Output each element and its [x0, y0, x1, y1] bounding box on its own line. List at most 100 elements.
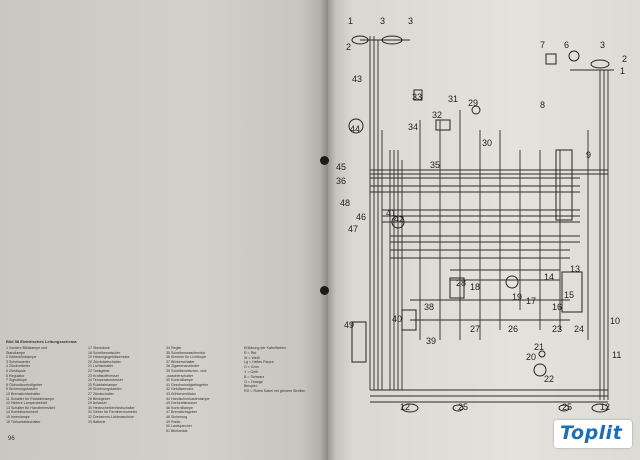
caption-item: 40 Kontrolllampe — [166, 378, 193, 383]
caption-item: -wascherschalter — [166, 373, 194, 378]
caption-item: 49 Radio — [166, 419, 181, 424]
diagram-label: 6 — [564, 40, 569, 50]
diagram-label: 9 — [586, 150, 591, 160]
diagram-label: 34 — [408, 122, 418, 132]
diagram-label: 3 — [408, 16, 413, 26]
caption-item: 15 Innenlampe — [6, 414, 30, 419]
diagram-label: 47 — [348, 224, 358, 234]
caption-item: 12 Hintere Lampeneinheit — [6, 401, 48, 406]
legend-example-title: Beispiel: — [244, 384, 258, 389]
caption-item: 9 Sicherungskasten — [6, 387, 38, 392]
logo-text: Toplit — [560, 422, 623, 444]
diagram-label: 29 — [468, 98, 478, 108]
caption-item: 1 Vordere Blinklampe und — [6, 346, 48, 350]
legend-title: Erklärung der Kabelfarben — [244, 346, 286, 350]
wiring-lines — [360, 36, 614, 403]
diagram-label: 25 — [458, 402, 468, 412]
diagram-label: 24 — [574, 324, 584, 334]
diagram-label: 21 — [534, 342, 544, 352]
diagram-label: 33 — [412, 92, 422, 102]
diagram-label: 39 — [426, 336, 436, 346]
legend-item: Y = Gelb — [244, 369, 259, 374]
diagram-label: 35 — [430, 160, 440, 170]
diagram-label: 40 — [392, 314, 402, 324]
caption-item: 35 Scheibenwaschmotor — [166, 350, 206, 355]
caption-item: 23 Kraftstoffmesser — [88, 373, 120, 378]
legend-item: G = Grün — [244, 365, 259, 370]
diagram-label: 46 — [356, 212, 366, 222]
diagram-label: 42 — [394, 214, 404, 224]
legend-item: B = Schwarz — [244, 374, 265, 379]
diagram-label: 2 — [622, 54, 627, 64]
caption-item: 17 Steckdose — [88, 346, 110, 350]
caption-item: 18 Scheibenwischer — [88, 350, 121, 355]
diagram-label: 45 — [336, 162, 346, 172]
caption-item: 36 Klemme für Lichthupe — [166, 355, 206, 360]
binder-hole-bottom — [320, 286, 329, 295]
diagram-label: 14 — [544, 272, 554, 282]
diagram-label: 25 — [562, 402, 572, 412]
toplit-logo: Toplit — [554, 420, 632, 448]
diagram-label: 3 — [600, 40, 605, 50]
caption-item: 22 Tankgeber — [88, 368, 110, 373]
diagram-label: 13 — [570, 264, 580, 274]
legend-item: R = Rot — [244, 350, 257, 355]
diagram-label: 48 — [340, 198, 350, 208]
caption-item: 8 Öldruckkontrollgeber — [6, 382, 43, 387]
caption-item: 2 Seitenblinklampe — [6, 355, 37, 360]
caption-item: 48 Sicherung — [166, 414, 188, 419]
caption-item: 14 Kombiinstrument — [6, 410, 38, 415]
diagram-label: 3 — [380, 16, 385, 26]
diagram-label: 1 — [348, 16, 353, 26]
caption-item: 47 Bremslichtgeber — [166, 410, 197, 415]
components — [348, 35, 610, 413]
diagram-label: 17 — [526, 296, 536, 306]
caption-item: 29 Anlasser — [88, 401, 107, 406]
diagram-label: 18 — [470, 282, 480, 292]
caption-item: 42 Gebläsemotor — [166, 387, 194, 392]
caption-item: 41 Geschwindigkeitsgeber — [166, 382, 209, 387]
caption-item: 43 Kühlerventilator — [166, 391, 196, 396]
diagram-label: 31 — [448, 94, 458, 104]
caption-item: 13 Schalter für Handbremslicht — [6, 405, 56, 410]
diagram-label: 49 — [344, 320, 354, 330]
caption-item: 34 Regler — [166, 346, 182, 350]
diagram-label: 7 — [540, 40, 545, 50]
caption-item: 46 Kontrolllampe — [166, 405, 193, 410]
diagram-label: 26 — [508, 324, 518, 334]
caption-item: 33 Batterie — [88, 419, 106, 424]
legend-item: W = Weiß — [244, 355, 260, 360]
caption-item: Standlampe — [6, 350, 26, 355]
diagram-label: 27 — [470, 324, 480, 334]
diagram-label: 16 — [552, 302, 562, 312]
caption-item: 28 Blinkgeber — [88, 396, 110, 401]
caption-item: 24 Temperaturmesser — [88, 378, 123, 383]
diagram-label: 44 — [350, 124, 360, 134]
legend-item: Lg = Helles Parpur — [244, 360, 274, 365]
caption-item: 27 Zündschalter — [88, 391, 114, 396]
diagram-label: 12 — [600, 402, 610, 412]
caption-item: 21 Lichtschalter — [88, 364, 114, 369]
diagram-label: 19 — [512, 292, 522, 302]
diagram-label: 8 — [540, 100, 545, 110]
diagram-label: 36 — [336, 176, 346, 186]
book-gutter — [320, 0, 336, 460]
diagram-label: 15 — [564, 290, 574, 300]
diagram-label: 43 — [352, 74, 362, 84]
diagram-label: 41 — [386, 208, 396, 218]
diagram-label: 28 — [456, 278, 466, 288]
caption-item: 16 Türkontaktschalter — [6, 419, 41, 424]
caption-item: 51 Blinkrelais — [166, 428, 188, 433]
diagram-label: 23 — [552, 324, 562, 334]
caption-item: 39 Scheibenwischer- und — [166, 368, 207, 373]
caption-item: 5 Zündspule — [6, 368, 26, 373]
caption-item: 11 Schalter für Rückfahrlampe — [6, 396, 55, 401]
left-page — [0, 0, 328, 460]
caption-item: 38 Zigarrenanzünder — [166, 364, 200, 369]
